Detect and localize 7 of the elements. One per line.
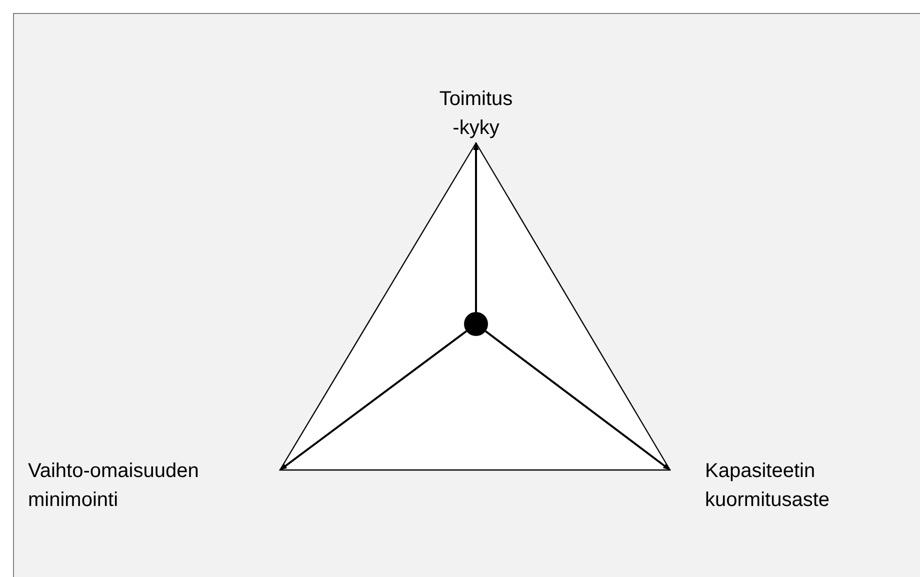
arrow: [279, 330, 467, 471]
axis-label: Toimitus -kyky: [438, 87, 514, 141]
arrow: [473, 143, 479, 312]
arrow: [484, 330, 671, 471]
center-dot: [464, 312, 488, 336]
axis-label: Vaihto-omaisuuden minimointi: [28, 459, 200, 513]
axis-label: Kapasiteetin kuormitusaste: [705, 459, 830, 513]
